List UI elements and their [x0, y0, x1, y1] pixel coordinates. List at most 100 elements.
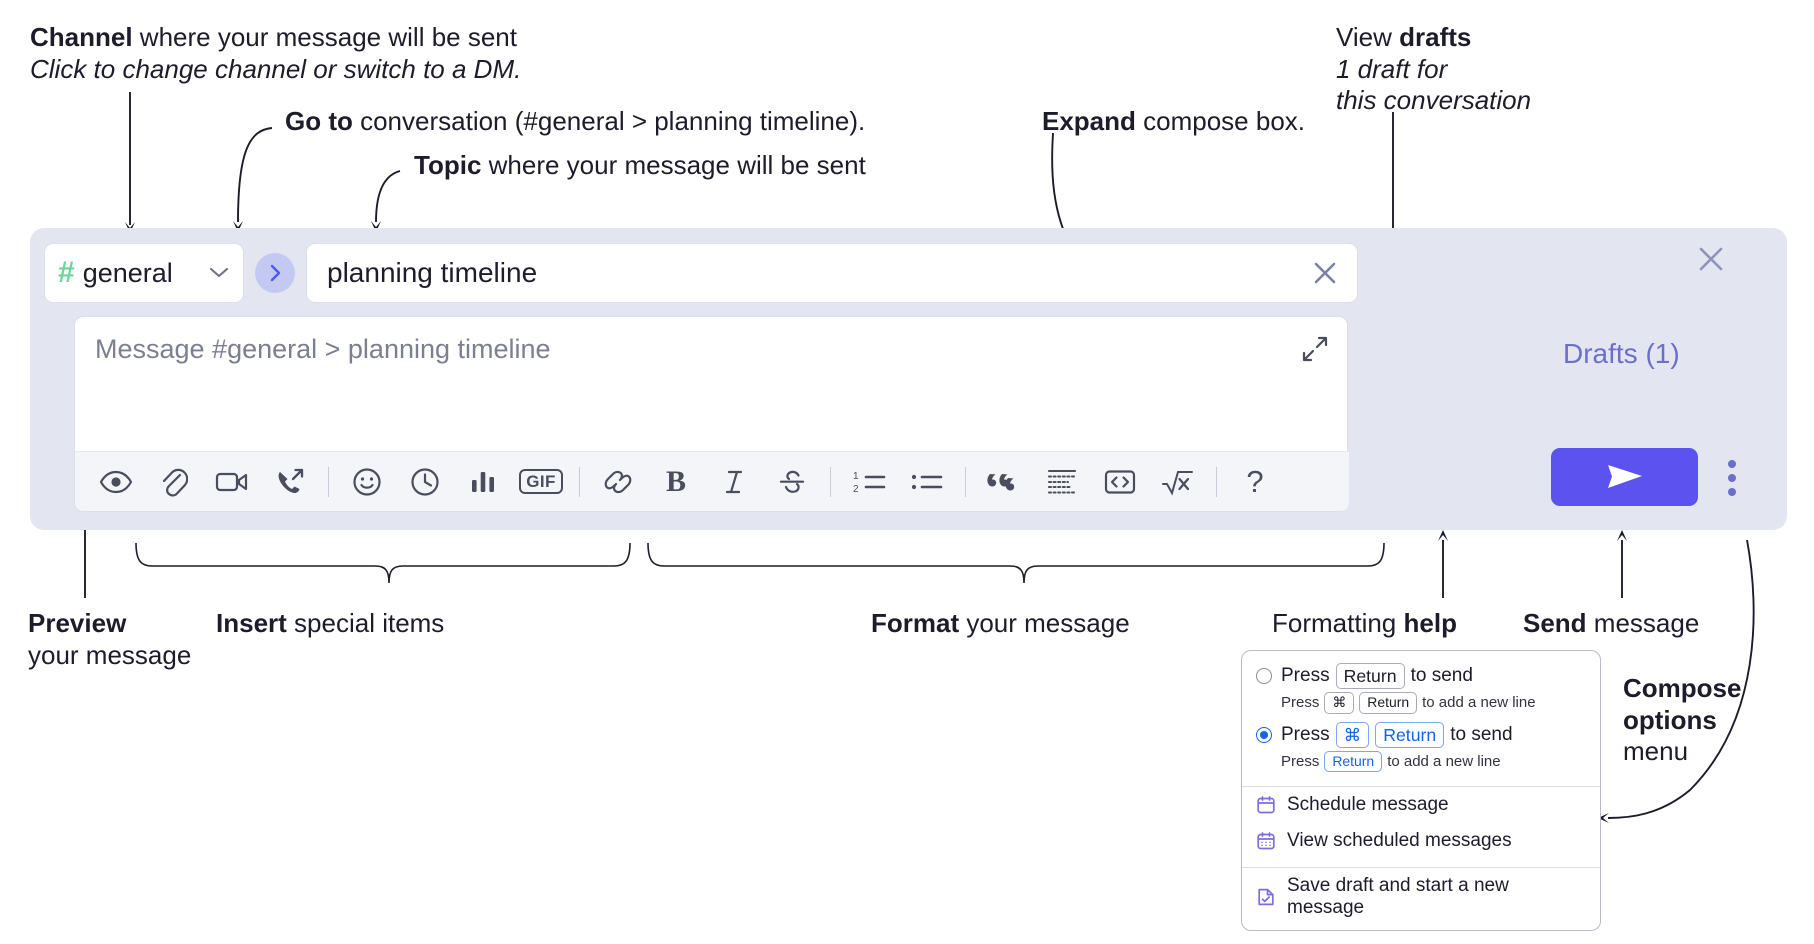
drafts-link[interactable]: Drafts (1): [1563, 338, 1680, 369]
chevron-down-icon: [208, 264, 230, 283]
key-badge: ⌘: [1324, 692, 1355, 714]
topic-input[interactable]: [325, 256, 1303, 290]
message-placeholder: Message #general > planning timeline: [95, 334, 551, 364]
radio-button[interactable]: [1256, 668, 1272, 685]
gif-icon[interactable]: GIF: [512, 458, 570, 506]
message-input-area[interactable]: Message #general > planning timeline: [74, 316, 1349, 512]
annotation-insert-rest: special items: [286, 608, 445, 638]
annotation-co-line3: menu: [1623, 736, 1689, 767]
help-label: ?: [1246, 463, 1264, 499]
annotation-channel-italic: Click to change channel or switch to a D…: [30, 53, 522, 84]
code-icon[interactable]: [1091, 458, 1149, 506]
attach-file-icon[interactable]: [145, 458, 203, 506]
bulleted-list-icon[interactable]: [898, 458, 956, 506]
close-compose-button[interactable]: [1688, 236, 1734, 282]
clock-icon[interactable]: [396, 458, 454, 506]
clear-topic-button[interactable]: [1303, 251, 1347, 295]
annotation-goto: Go to conversation (#general > planning …: [285, 106, 865, 138]
action-text: to send: [1410, 665, 1473, 687]
strikethrough-icon[interactable]: [763, 458, 821, 506]
menu-divider: [1242, 786, 1600, 788]
bold-icon[interactable]: B: [647, 458, 705, 506]
press-word: Press: [1281, 723, 1330, 745]
annotation-topic-bold: Topic: [414, 150, 482, 180]
annotation-channel-bold: Channel: [30, 22, 133, 52]
action-text: to add a new line: [1387, 752, 1501, 770]
expand-compose-button[interactable]: [1295, 329, 1335, 369]
emoji-icon[interactable]: [338, 458, 396, 506]
annotation-topic-rest: where your message will be sent: [481, 150, 866, 180]
annotation-goto-bold: Go to: [285, 106, 353, 136]
goto-conversation-button[interactable]: [255, 253, 295, 293]
blockquote-icon[interactable]: [975, 458, 1033, 506]
hash-icon: #: [58, 256, 75, 289]
kebab-dot: [1728, 474, 1736, 482]
math-icon[interactable]: [1149, 458, 1207, 506]
link-icon[interactable]: [589, 458, 647, 506]
annotation-preview-line2: your message: [28, 639, 192, 670]
channel-name: general: [82, 257, 173, 288]
menu-item-calendar-grid[interactable]: View scheduled messages: [1242, 823, 1600, 859]
annotation-drafts-italic-1: 1 draft for: [1336, 53, 1448, 84]
italic-icon[interactable]: [705, 458, 763, 506]
menu-item-save-draft[interactable]: Save draft and start a new message: [1242, 868, 1600, 926]
annotation-fhelp-rest: Formatting: [1272, 608, 1404, 638]
toolbar-divider: [965, 466, 966, 497]
kebab-dot: [1728, 460, 1736, 468]
key-badge: Return: [1335, 663, 1405, 690]
compose-box: # general Message #general > planning ti…: [30, 228, 1787, 530]
calendar-grid-icon: [1256, 831, 1276, 851]
code-block-icon[interactable]: [1033, 458, 1091, 506]
annotation-format-rest: your message: [959, 608, 1130, 638]
svg-text:1: 1: [853, 471, 859, 482]
save-draft-icon: [1256, 887, 1276, 907]
annotation-drafts-italic-2: this conversation: [1336, 85, 1532, 116]
press-word: Press: [1281, 665, 1330, 687]
annotation-expand-rest: compose box.: [1135, 106, 1306, 136]
phone-forward-icon[interactable]: [261, 458, 319, 506]
toolbar-divider: [830, 466, 831, 497]
annotation-insert-bold: Insert: [216, 608, 287, 638]
bar-chart-icon[interactable]: [454, 458, 512, 506]
annotation-co-line2: options: [1623, 704, 1717, 735]
compose-options-button[interactable]: [1717, 452, 1747, 504]
key-badge: Return: [1324, 750, 1383, 773]
menu-divider: [1242, 867, 1600, 869]
radio-button[interactable]: [1256, 726, 1272, 743]
annotation-formatting-help: Formatting help: [1272, 608, 1457, 640]
annotation-insert: Insert special items: [216, 608, 444, 640]
send-button[interactable]: [1551, 448, 1698, 506]
topic-field[interactable]: [306, 243, 1358, 303]
annotation-co-line1: Compose: [1623, 673, 1742, 703]
menu-item-label: View scheduled messages: [1287, 830, 1512, 852]
video-camera-icon[interactable]: [203, 458, 261, 506]
annotation-drafts: View drafts 1 draft for this conversatio…: [1336, 22, 1531, 117]
annotation-send: Send message: [1523, 608, 1699, 640]
channel-selector[interactable]: # general: [44, 243, 244, 303]
annotation-channel: Channel where your message will be sent …: [30, 22, 521, 85]
draft-menu-group: Save draft and start a new message: [1242, 868, 1600, 926]
annotation-send-bold: Send: [1523, 608, 1587, 638]
press-word: Press: [1281, 694, 1320, 712]
annotation-topic: Topic where your message will be sent: [414, 150, 866, 182]
gif-label: GIF: [519, 469, 563, 494]
question-mark-icon[interactable]: ?: [1226, 458, 1284, 506]
annotation-fhelp-bold: help: [1403, 608, 1457, 638]
key-badge: Return: [1375, 721, 1445, 748]
preview-button[interactable]: [87, 458, 145, 506]
action-text: to send: [1450, 723, 1513, 745]
annotation-send-rest: message: [1586, 608, 1700, 638]
annotation-expand-bold: Expand: [1042, 106, 1136, 136]
menu-item-calendar[interactable]: Schedule message: [1242, 787, 1600, 823]
